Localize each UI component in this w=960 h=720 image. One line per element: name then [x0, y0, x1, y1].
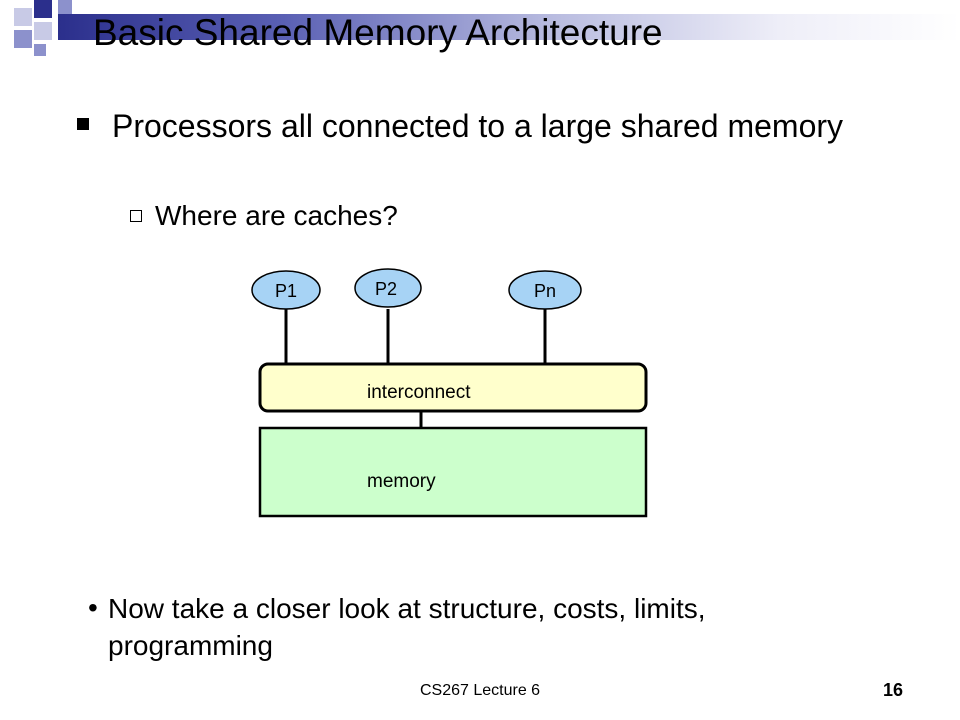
- sub-bullet-box-icon: [130, 210, 142, 222]
- memory-label: memory: [367, 471, 436, 492]
- closing-bullet-text: Now take a closer look at structure, cos…: [108, 593, 706, 661]
- processor-pn: Pn: [508, 270, 582, 310]
- header-square-4: [34, 22, 52, 40]
- memory-box: [258, 426, 648, 518]
- bullet-square-icon: [77, 118, 89, 130]
- processor-label: P1: [275, 281, 297, 301]
- processor-p2: P2: [354, 268, 422, 308]
- interconnect-label: interconnect: [367, 382, 471, 403]
- sub-bullet-text: Where are caches?: [155, 200, 398, 231]
- slide-title: Basic Shared Memory Architecture: [93, 12, 663, 53]
- header-gradient-bar: [58, 14, 960, 40]
- closing-bullet-dot: •: [88, 592, 98, 623]
- processor-p1: P1: [251, 270, 321, 310]
- footer-lecture: CS267 Lecture 6: [420, 682, 541, 699]
- bullet-text: Processors all connected to a large shar…: [112, 108, 844, 144]
- header-square-2: [34, 0, 52, 18]
- processor-label: P2: [375, 279, 397, 299]
- header-square-5: [58, 0, 72, 14]
- page-number: 16: [883, 680, 904, 700]
- header-square-3: [14, 30, 32, 48]
- header-square-6: [34, 44, 46, 56]
- header-square-1: [14, 8, 32, 26]
- interconnect-box: [258, 362, 648, 413]
- processor-label: Pn: [534, 281, 556, 301]
